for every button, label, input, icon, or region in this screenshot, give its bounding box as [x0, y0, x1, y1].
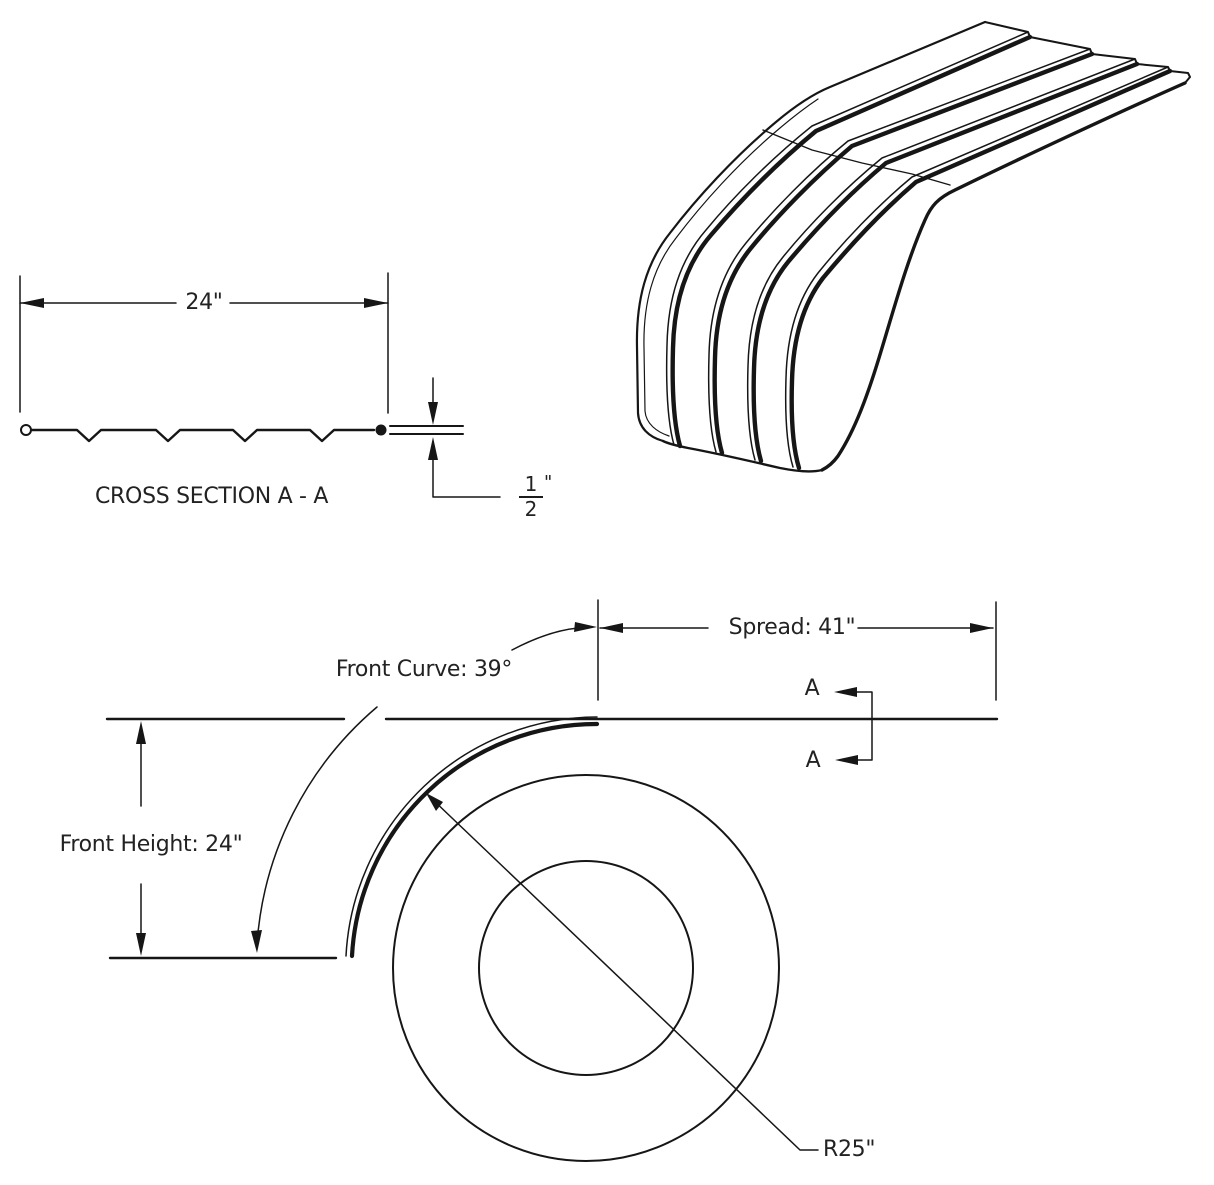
arrowhead — [251, 930, 262, 953]
rib-line-heavy — [670, 34, 1033, 449]
fraction-unit: " — [544, 472, 553, 493]
width-dimension-label: 24" — [185, 290, 223, 315]
rib-line — [784, 66, 1169, 468]
arrowhead — [364, 298, 388, 308]
wheel-outer-circle — [392, 774, 780, 1162]
leader-line — [511, 627, 579, 651]
rib-line — [707, 48, 1091, 453]
radius-leader-line — [429, 796, 819, 1151]
arrowhead — [136, 933, 146, 956]
angle-arc — [256, 706, 378, 945]
fender-left-edge-inner — [643, 98, 819, 437]
arrowhead — [574, 622, 597, 632]
arrowhead — [428, 402, 438, 425]
rib-line — [746, 58, 1136, 461]
profile-left-end — [20, 424, 32, 436]
arrowhead — [970, 623, 993, 633]
rib-line-heavy — [751, 61, 1140, 464]
front-curve-label: Front Curve: 39° — [335, 657, 513, 682]
thickness-dim-line — [432, 441, 501, 498]
rib-line — [665, 31, 1029, 446]
arrowhead — [20, 298, 44, 308]
radius-label: R25" — [823, 1137, 876, 1162]
cross-section-title: CROSS SECTION A - A — [95, 484, 329, 509]
section-marker-a-top: A — [804, 676, 820, 701]
rib-line-heavy — [789, 68, 1173, 471]
cross-section-view — [19, 272, 501, 498]
wheel-inner-circle — [478, 860, 694, 1076]
fender-left-edge — [635, 20, 987, 443]
seam-line — [762, 129, 951, 186]
profile-right-hem — [375, 424, 387, 436]
fraction-denominator: 2 — [524, 497, 538, 521]
fender-bottom-edge — [661, 439, 824, 473]
front-height-label: Front Height: 24" — [59, 832, 243, 857]
fender-right-edge — [820, 81, 1187, 472]
isometric-view — [635, 20, 1191, 473]
spread-label: Spread: 41" — [728, 615, 856, 640]
section-cut-line — [851, 691, 873, 761]
section-marker-a-bottom: A — [805, 748, 821, 773]
arrowhead — [600, 623, 623, 633]
arrowhead — [834, 687, 857, 697]
fraction-numerator: 1 — [524, 472, 538, 496]
arrowhead — [136, 721, 146, 744]
fraction-bar — [519, 496, 543, 498]
thickness-fraction: 1 2 " — [519, 472, 553, 521]
section-profile — [30, 428, 376, 443]
fender-arc-heavy — [349, 721, 600, 959]
arrowhead — [835, 755, 858, 765]
fender-arc-outer — [345, 716, 598, 957]
arrowhead — [426, 793, 443, 811]
profile-view — [105, 599, 999, 1162]
rib-line-heavy — [712, 51, 1095, 456]
arrowhead — [428, 437, 438, 460]
